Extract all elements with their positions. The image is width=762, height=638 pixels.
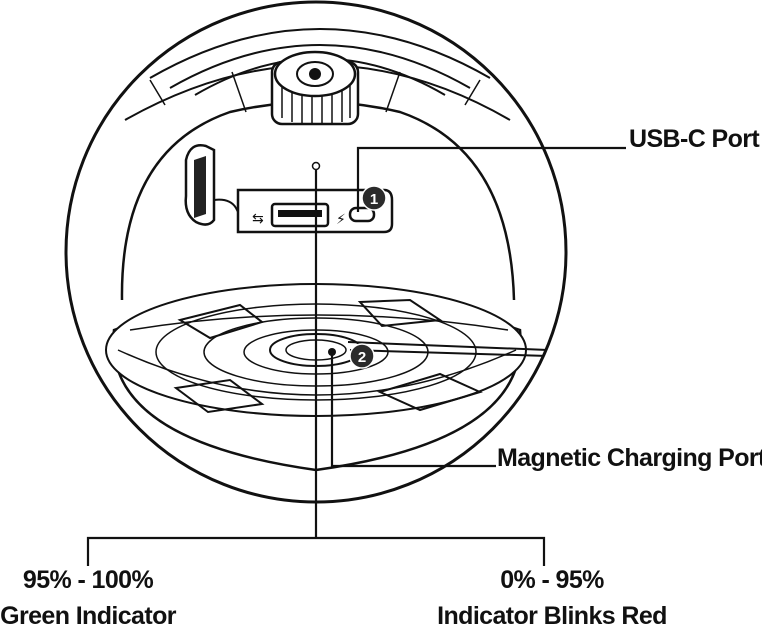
magnetic-leader-line <box>330 352 496 468</box>
indicator-bracket <box>86 536 546 566</box>
magnetic-port-label: Magnetic Charging Port <box>497 444 762 472</box>
right-status-range: 0% - 95% <box>500 566 604 594</box>
svg-text:1: 1 <box>370 191 378 208</box>
usbc-leader-line <box>356 146 626 212</box>
usbc-port-label: USB-C Port <box>629 125 760 153</box>
svg-text:2: 2 <box>358 349 366 366</box>
badge-1: 1 <box>361 185 387 211</box>
right-status-desc: Indicator Blinks Red <box>437 602 667 630</box>
indicator-led <box>311 161 321 171</box>
svg-text:⚡: ⚡ <box>336 211 346 227</box>
usbc-port-slot <box>348 206 376 223</box>
left-status-range: 95% - 100% <box>23 566 154 594</box>
adjustment-knob <box>270 50 360 126</box>
left-status-desc: Green Indicator <box>0 602 177 630</box>
svg-text:⇆: ⇆ <box>252 210 264 226</box>
badge-2: 2 <box>349 343 375 369</box>
charging-cable <box>347 341 549 351</box>
